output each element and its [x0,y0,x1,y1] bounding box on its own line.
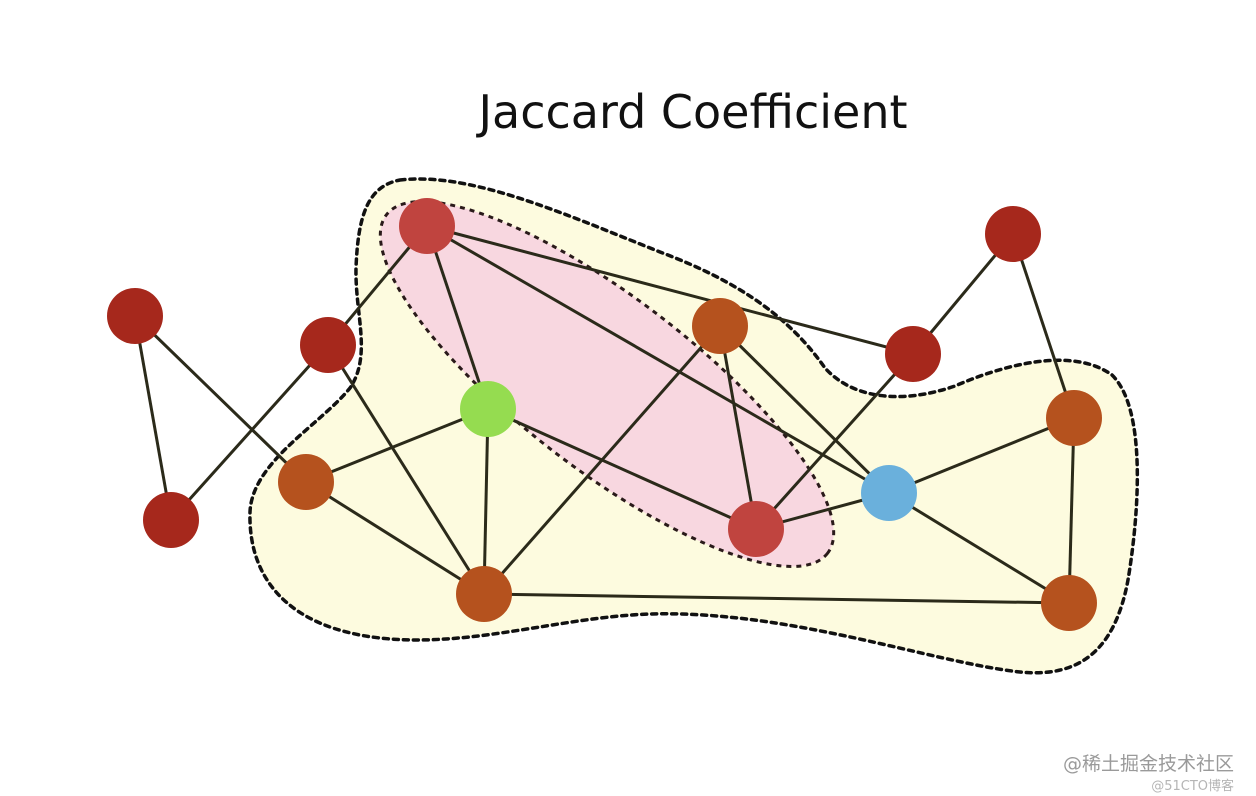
edge-n-left-orange-n-green [305,407,489,484]
node-n-center-orange [692,298,748,354]
node-n-green [460,381,516,437]
node-n-left-orange [278,454,334,510]
node-n-bottom-right-orange [1041,575,1097,631]
edge-n-center-orange-n-blue [718,324,891,495]
edge-n-blue-n-bottom-right-orange [888,491,1070,605]
edge-n-far-left-n-bottom-left [133,315,173,521]
node-n-far-left [107,288,163,344]
edge-n-green-n-bottom-orange [482,408,490,595]
node-n-right-orange [1046,390,1102,446]
node-n-left-mid [300,317,356,373]
edge-n-top-red-n-green [425,225,490,410]
diagram-title: Jaccard Coefficient [475,85,907,139]
edge-n-green-n-bottom-red [487,407,757,531]
node-n-top-red [399,198,455,254]
edge-n-center-orange-n-bottom-red [718,325,758,530]
edge-n-right-orange-n-bottom-right-orange [1067,417,1076,604]
node-n-top-right-red [985,206,1041,262]
edge-n-top-red-n-right-red [426,224,914,356]
edge-n-top-red-n-blue [426,224,890,495]
graph-nodes [107,198,1102,631]
node-n-bottom-left [143,492,199,548]
edge-n-top-right-red-n-right-orange [1011,233,1076,419]
node-n-bottom-red [728,501,784,557]
watermark-juejin: @稀土掘金技术社区 [1062,753,1234,775]
edge-n-bottom-orange-n-bottom-right-orange [483,592,1070,605]
edge-n-left-orange-n-bottom-orange [305,480,485,596]
edge-n-far-left-n-left-orange [133,314,308,484]
edge-n-blue-n-right-orange [888,416,1075,495]
edge-n-bottom-red-n-right-red [754,352,915,531]
node-n-blue [861,465,917,521]
node-pair-region [378,200,836,568]
edge-n-left-mid-n-bottom-orange [326,344,486,595]
edge-n-bottom-orange-n-center-orange [482,325,722,595]
watermark-51cto: @51CTO博客 [1151,779,1234,794]
node-n-bottom-orange [456,566,512,622]
node-n-right-red [885,326,941,382]
edge-n-bottom-left-n-left-mid [169,343,330,522]
